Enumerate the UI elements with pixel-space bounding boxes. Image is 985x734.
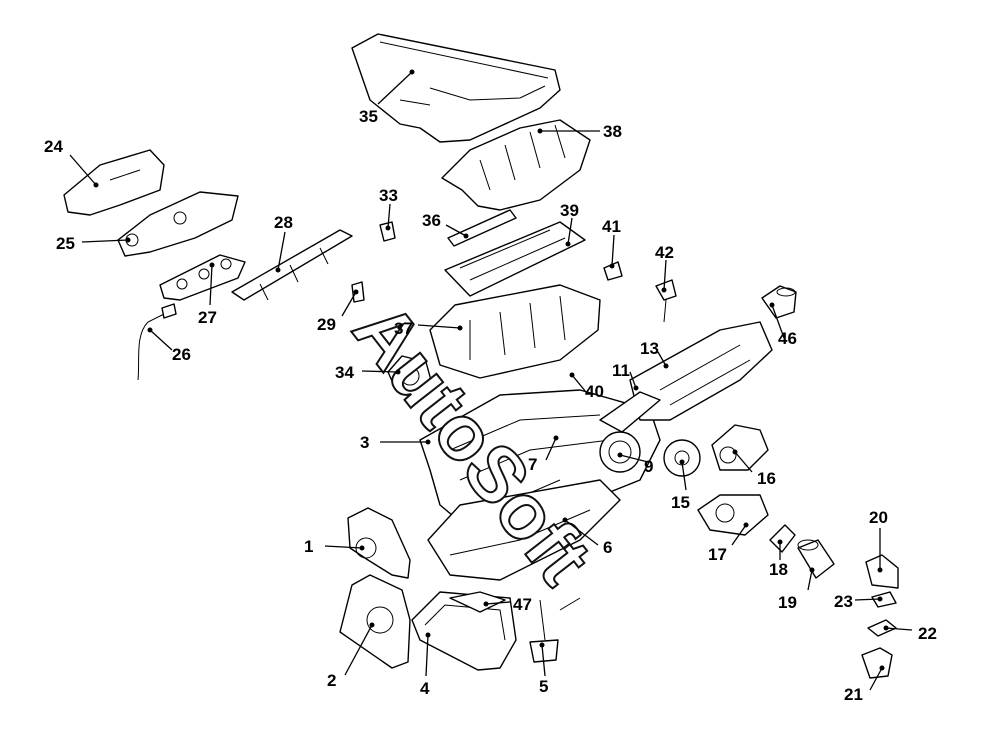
callout-27: 27	[198, 308, 217, 327]
part-oil-filter	[797, 539, 835, 579]
callout-23: 23	[834, 592, 853, 611]
callout-38: 38	[603, 122, 622, 141]
part-head-gasket-11	[599, 391, 661, 433]
callout-16: 16	[757, 469, 776, 488]
callout-11: 11	[612, 361, 630, 380]
part-oil-pan-gasket	[449, 591, 506, 613]
part-bracket-21	[861, 647, 893, 679]
part-timing-pulley	[663, 439, 701, 477]
part-exhaust-manifold	[117, 191, 239, 257]
callout-28: 28	[274, 213, 293, 232]
callout-22: 22	[918, 624, 937, 643]
callout-15: 15	[671, 493, 690, 512]
callout-33: 33	[379, 186, 398, 205]
callout-20: 20	[869, 508, 888, 527]
part-sensor-18	[769, 524, 796, 553]
callout-18: 18	[769, 560, 788, 579]
callout-35: 35	[359, 107, 378, 126]
part-bracket-23	[871, 591, 897, 608]
part-sensor-33	[379, 221, 396, 242]
callout-36: 36	[422, 211, 441, 230]
callout-4: 4	[420, 679, 430, 698]
part-bracket-22	[867, 619, 897, 637]
part-cap-46	[761, 285, 797, 319]
callout-39: 39	[560, 201, 579, 220]
callout-7: 7	[528, 455, 537, 474]
callout-1: 1	[304, 537, 313, 556]
part-throttle-body	[387, 355, 433, 395]
callout-2: 2	[327, 671, 336, 690]
part-front-cover	[339, 574, 411, 669]
part-oil-pickup	[529, 597, 581, 663]
part-water-pump-16	[711, 424, 769, 471]
callout-19: 19	[778, 593, 797, 612]
callout-47: 47	[513, 595, 532, 614]
callout-26: 26	[172, 345, 191, 364]
callout-37: 37	[394, 319, 413, 338]
callout-21: 21	[844, 685, 863, 704]
callout-25: 25	[56, 234, 75, 253]
callout-41: 41	[602, 217, 621, 236]
part-exhaust-gasket	[159, 254, 246, 301]
callout-17: 17	[708, 545, 727, 564]
part-heat-shield	[63, 149, 165, 216]
part-oil-pump	[347, 507, 411, 579]
leader-lines	[69, 71, 913, 691]
part-camshaft-cover	[441, 119, 591, 211]
callout-46: 46	[778, 329, 797, 348]
part-gasket-strip-36	[447, 209, 517, 247]
callout-6: 6	[603, 538, 612, 557]
part-engine-cover	[351, 33, 561, 143]
callout-34: 34	[335, 363, 354, 382]
part-cylinder-head-13	[629, 321, 773, 421]
part-seal-9	[599, 431, 641, 473]
callout-40: 40	[585, 382, 604, 401]
part-oxygen-sensor	[137, 303, 177, 381]
part-sensor-42	[655, 279, 677, 323]
callout-29: 29	[317, 315, 336, 334]
callout-labels: 1 2 3 4 5 6 7 9 11 13 15 16 17 18 19 20 …	[44, 107, 937, 704]
part-thermostat-housing	[697, 494, 769, 536]
callout-5: 5	[539, 677, 548, 696]
callout-42: 42	[655, 243, 674, 262]
callout-24: 24	[44, 137, 63, 156]
part-cylinder-head-37	[429, 284, 601, 379]
callout-9: 9	[644, 457, 653, 476]
leader-dots	[93, 69, 889, 671]
part-fuel-rail	[231, 229, 353, 301]
callout-3: 3	[360, 433, 369, 452]
part-gasket-39	[444, 221, 586, 297]
callout-13: 13	[640, 339, 659, 358]
